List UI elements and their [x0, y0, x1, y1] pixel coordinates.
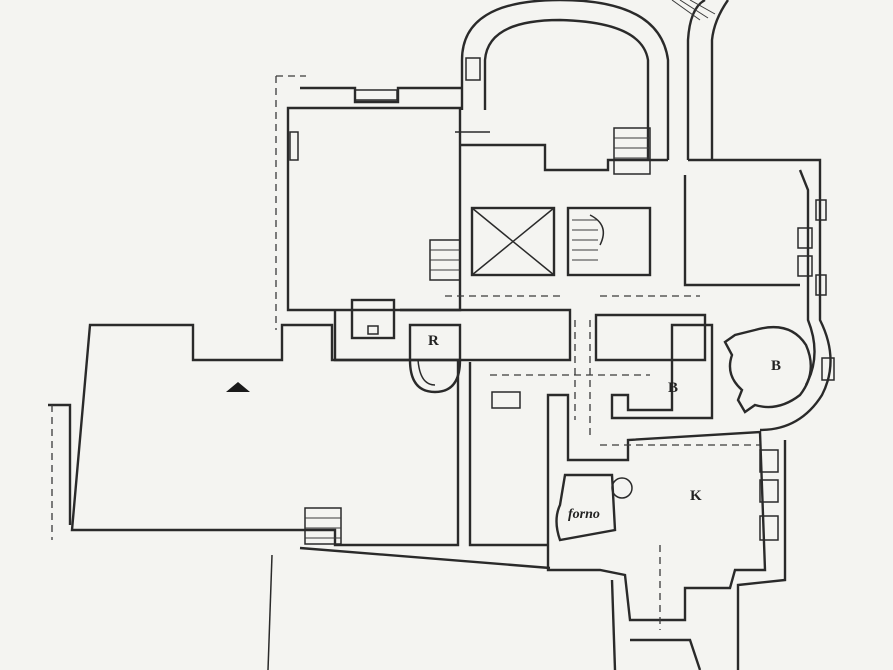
chimney — [350, 298, 396, 340]
room-k-label: K — [690, 488, 702, 504]
northwest-room — [275, 75, 490, 330]
stair-treads — [572, 214, 605, 261]
south-center: forno K — [468, 362, 787, 670]
south-windows — [759, 449, 779, 541]
stairs-south — [304, 507, 342, 545]
east-windows — [797, 199, 835, 381]
elevator-shaft — [470, 206, 556, 277]
room-forno-label: forno — [568, 507, 600, 522]
tower-window-hatch — [671, 0, 716, 21]
round-bath — [723, 325, 812, 414]
room-r-label: R — [428, 333, 439, 349]
east-wing: B — [723, 169, 835, 432]
room-b-small — [610, 323, 714, 420]
tower-window — [465, 57, 481, 81]
room-b-small-label: B — [668, 380, 678, 396]
north-window — [354, 89, 398, 101]
room-b-round-label: B — [771, 358, 781, 374]
central-hall — [429, 127, 822, 297]
stairs-north — [613, 127, 651, 175]
stairs-west — [429, 239, 461, 281]
north-arrow-icon — [226, 382, 250, 392]
stairwell — [566, 206, 652, 277]
west-niche — [289, 131, 299, 161]
room-r — [408, 323, 462, 394]
north-tower — [460, 0, 729, 160]
middle-corridor: R B — [333, 298, 714, 440]
large-west-room — [48, 323, 551, 670]
forno-oven — [555, 473, 617, 542]
